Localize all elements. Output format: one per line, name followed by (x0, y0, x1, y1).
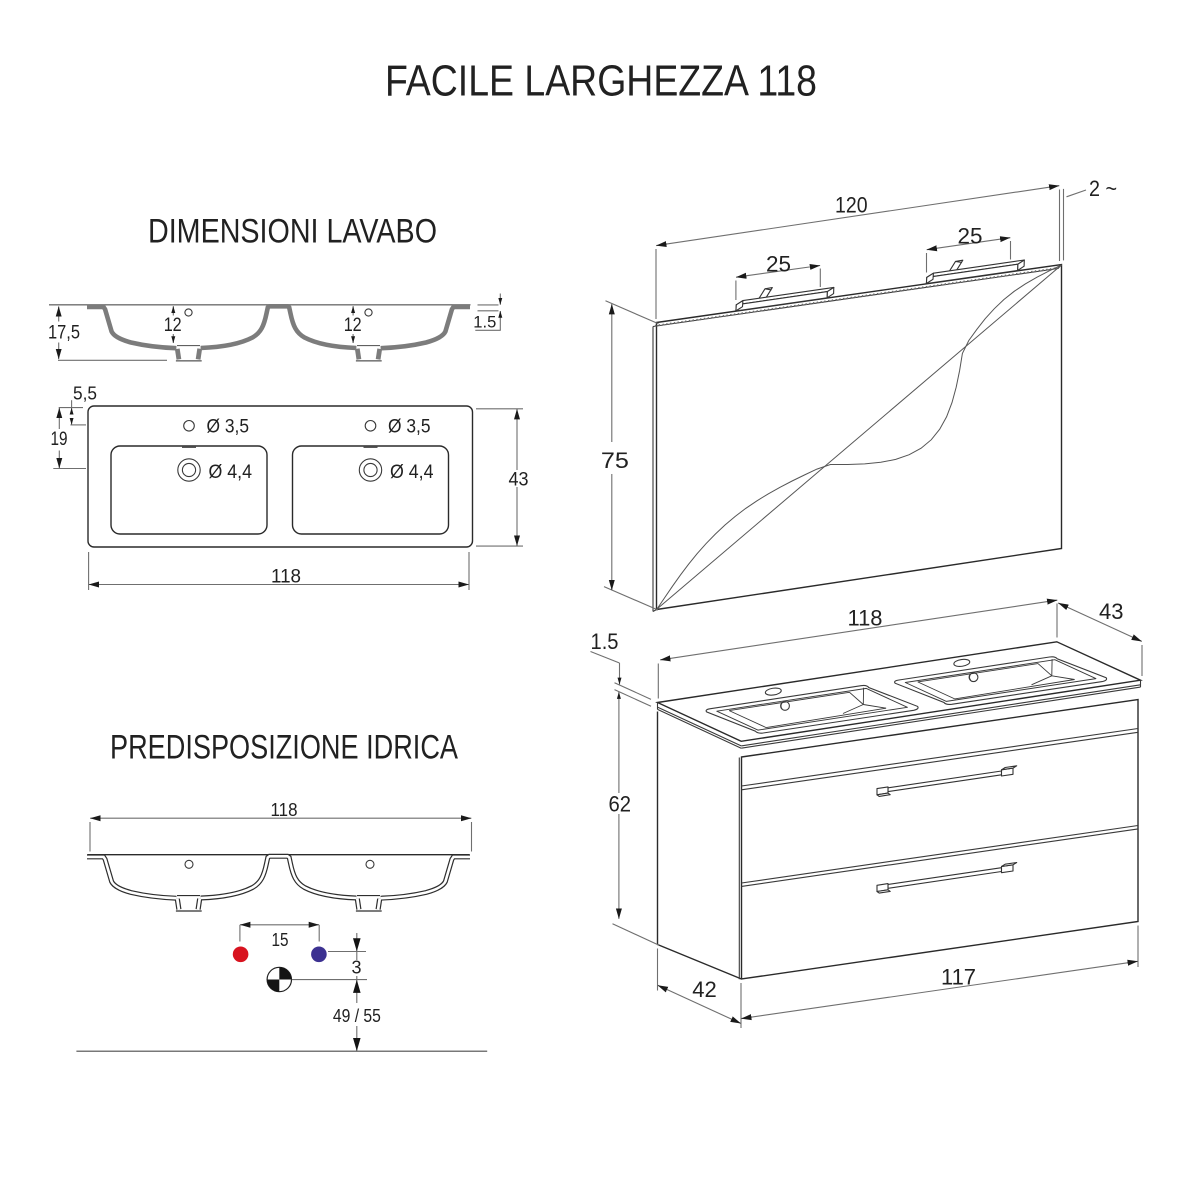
svg-text:Ø 4,4: Ø 4,4 (209, 462, 253, 483)
svg-text:120: 120 (835, 193, 868, 218)
svg-text:15: 15 (272, 930, 289, 950)
svg-text:Ø 3,5: Ø 3,5 (388, 417, 431, 438)
svg-text:1.5: 1.5 (473, 313, 496, 332)
svg-text:43: 43 (509, 470, 529, 491)
svg-text:118: 118 (271, 567, 301, 588)
svg-text:2 ~: 2 ~ (1089, 176, 1117, 201)
svg-text:PREDISPOSIZIONE IDRICA: PREDISPOSIZIONE IDRICA (110, 729, 458, 767)
svg-text:Ø 4,4: Ø 4,4 (390, 462, 434, 483)
svg-text:118: 118 (848, 606, 883, 631)
svg-text:19: 19 (51, 429, 68, 450)
svg-text:42: 42 (692, 977, 717, 1002)
svg-text:43: 43 (1099, 599, 1124, 624)
svg-text:75: 75 (601, 448, 629, 473)
svg-text:117: 117 (941, 965, 976, 990)
svg-text:17,5: 17,5 (48, 323, 80, 344)
svg-text:FACILE LARGHEZZA 118: FACILE LARGHEZZA 118 (385, 57, 817, 106)
svg-text:3: 3 (352, 958, 362, 978)
svg-text:DIMENSIONI LAVABO: DIMENSIONI LAVABO (148, 213, 437, 251)
svg-text:12: 12 (344, 315, 362, 336)
svg-text:5,5: 5,5 (73, 384, 97, 404)
svg-text:62: 62 (609, 792, 632, 817)
svg-text:118: 118 (271, 800, 298, 820)
svg-text:49 / 55: 49 / 55 (333, 1006, 381, 1026)
svg-text:12: 12 (164, 315, 182, 336)
svg-text:Ø 3,5: Ø 3,5 (207, 417, 250, 438)
svg-text:25: 25 (958, 223, 983, 248)
svg-text:25: 25 (766, 252, 791, 277)
svg-text:1.5: 1.5 (591, 629, 619, 654)
